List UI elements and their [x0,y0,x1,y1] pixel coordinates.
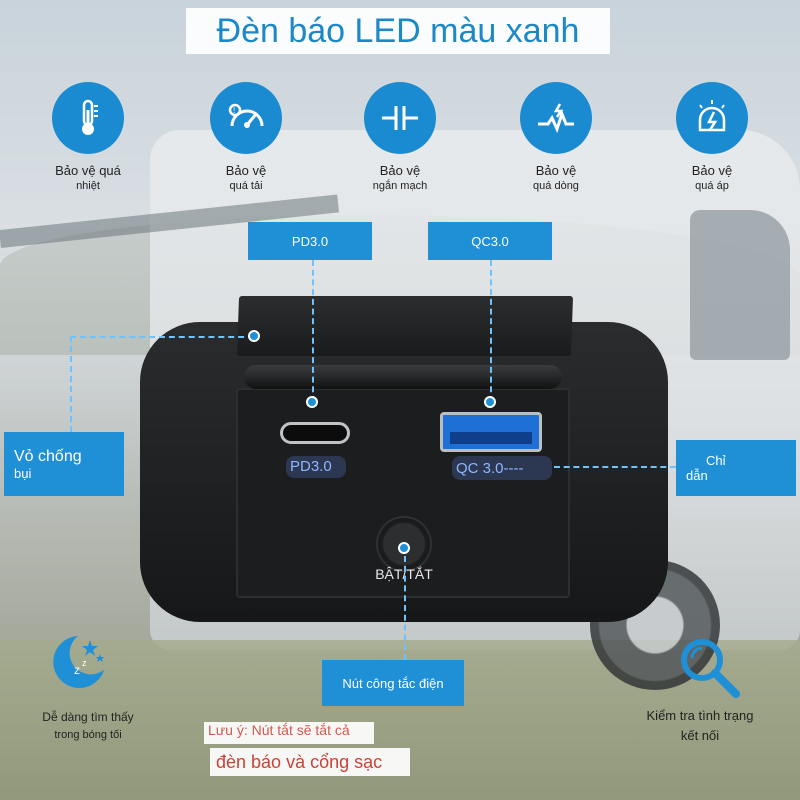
bottom-left-caption: Dễ dàng tìm thấy trong bóng tối [26,708,150,744]
callout-line-pd [312,260,314,402]
tag-pd: PD3.0 [248,222,372,260]
bottom-left-line2: trong bóng tối [54,729,122,741]
feature-label-1: Bảo vệ quá [55,163,121,178]
pd-port-label: PD3.0 [290,458,332,475]
note-line2: đèn báo và cổng sạc [216,752,383,772]
feature-sublabel-2: quá tải [229,180,263,192]
capacitor-icon [364,82,436,154]
feature-label-4: Bảo vệ [535,163,577,178]
feature-sublabel-5: quá áp [695,180,729,192]
feature-overheat: Bảo vệ quá nhiệt [28,82,148,193]
svg-text:z: z [82,658,87,668]
feature-label-3: Bảo vệ [379,163,421,178]
qc-port-label: QC 3.0---- [456,460,524,477]
note-line1-box: Lưu ý: Nút tắt sẽ tắt cả [204,722,374,744]
svg-text:z: z [74,663,80,677]
feature-overload: ! Bảo vệ quá tải [186,82,306,193]
speedometer-icon: ! [210,82,282,154]
callout-dot-cover [248,330,260,342]
feature-overvoltage: Bảo vệ quá áp [652,82,772,193]
callout-line-qc [490,260,492,402]
dust-cover-lid[interactable] [236,296,574,356]
bottom-right-line1: Kiểm tra tình trạng [646,708,754,723]
callout-line-indicator [554,466,676,468]
tag-dust-cover-line1: Vỏ chống [14,447,82,465]
tag-indicator-line1: Chỉ [706,453,726,468]
pd-led-glow [286,456,346,478]
page-title: Đèn báo LED màu xanh [186,8,610,54]
callout-dot-qc [484,396,496,408]
tag-indicator: Chỉ dẫn [676,440,796,496]
note-line2-box: đèn báo và cổng sạc [210,748,410,776]
pulse-icon [520,82,592,154]
feature-sublabel-4: quá dòng [533,180,579,192]
feature-label-5: Bảo vệ [691,163,733,178]
tag-indicator-line2: dẫn [686,468,708,483]
feature-sublabel-1: nhiệt [76,180,100,192]
bottom-left-line1: Dễ dàng tìm thấy [42,710,134,724]
bottom-right-caption: Kiểm tra tình trạng kết nối [630,706,770,746]
callout-line-power [404,556,406,660]
callout-line-cover-h [70,336,254,338]
magnifier-icon [676,634,744,707]
tag-power-switch: Nút công tắc điện [322,660,464,706]
feature-overcurrent: Bảo vệ quá dòng [496,82,616,193]
callout-dot-pd [306,396,318,408]
callout-dot-power [398,542,410,554]
voltage-icon [676,82,748,154]
usb-a-port-tongue [450,432,532,444]
feature-sublabel-3: ngắn mạch [372,180,428,192]
feature-short-circuit: Bảo vệ ngắn mạch [340,82,460,193]
callout-line-cover-v [70,336,72,432]
lid-hinge [244,365,562,389]
tag-dust-cover: Vỏ chống bụi [4,432,124,496]
qc-led-glow [452,456,552,480]
svg-text:!: ! [233,106,235,115]
thermometer-icon [52,82,124,154]
background-van-window [690,210,790,360]
tag-qc: QC3.0 [428,222,552,260]
feature-label-2: Bảo vệ [225,163,267,178]
note-line1: Lưu ý: Nút tắt sẽ tắt cả [208,722,350,738]
usb-c-port[interactable] [280,422,350,444]
bottom-right-line2: kết nối [680,728,720,743]
tag-dust-cover-line2: bụi [14,465,32,481]
